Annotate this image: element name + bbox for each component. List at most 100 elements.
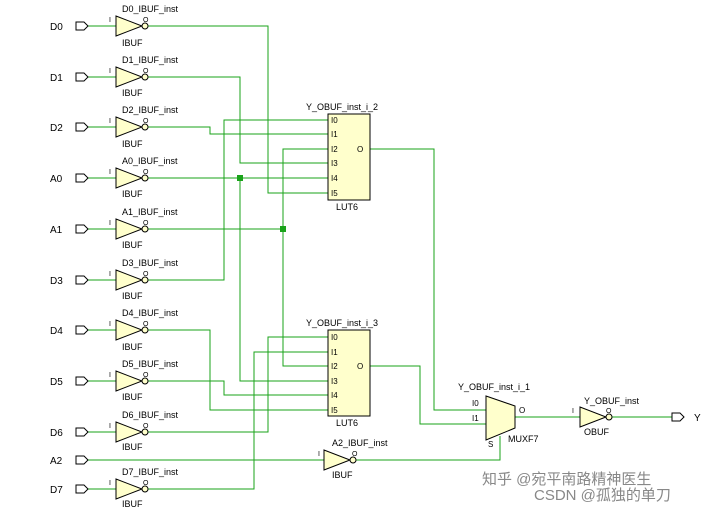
port-label: D7: [50, 485, 63, 496]
lut6-cell-i-2[interactable]: Y_OBUF_inst_i_2 I0 I1 I2 I3 I4 I5 O LUT6: [306, 102, 378, 212]
cell-type-label: IBUF: [122, 392, 143, 402]
input-port-A0[interactable]: A0: [50, 173, 89, 185]
input-port-D2[interactable]: D2: [50, 122, 89, 134]
cell-instance-label: Y_OBUF_inst_i_1: [458, 382, 530, 392]
port-label: A1: [50, 225, 63, 236]
pin-label: I2: [331, 362, 338, 371]
pin-label: I0: [331, 333, 338, 342]
ibuf-cell-D4[interactable]: D4_IBUF_inst IBUF I O: [109, 308, 179, 352]
cell-instance-label: Y_OBUF_inst: [584, 396, 640, 406]
pin-label: O: [143, 17, 149, 24]
pin-label: O: [357, 362, 363, 371]
pin-label: I: [109, 169, 111, 176]
input-port-D7[interactable]: D7: [50, 484, 89, 496]
cell-instance-label: D1_IBUF_inst: [122, 55, 179, 65]
pin-label: O: [357, 145, 363, 154]
cell-type-label: IBUF: [122, 139, 143, 149]
obuf-cell[interactable]: Y_OBUF_inst I O OBUF: [572, 396, 640, 437]
ibuf-cell-D1[interactable]: D1_IBUF_inst IBUF I O: [109, 55, 179, 98]
cell-instance-label: D4_IBUF_inst: [122, 308, 179, 318]
cell-instance-label: D7_IBUF_inst: [122, 467, 179, 477]
ibuf-cell-D6[interactable]: D6_IBUF_inst IBUF I O: [109, 410, 179, 452]
muxf7-cell[interactable]: Y_OBUF_inst_i_1 I0 I1 O S MUXF7: [458, 382, 539, 449]
input-port-D0[interactable]: D0: [50, 21, 89, 33]
pin-label: O: [143, 220, 149, 227]
input-port-D5[interactable]: D5: [50, 376, 89, 388]
port-label: D6: [50, 428, 63, 439]
pin-label: I: [109, 17, 111, 24]
pin-label: I: [318, 451, 320, 458]
cell-instance-label: D2_IBUF_inst: [122, 105, 179, 115]
port-label: D4: [50, 326, 63, 337]
ibuf-cell-D5[interactable]: D5_IBUF_inst IBUF I O: [109, 359, 179, 402]
pin-label: O: [143, 423, 149, 430]
pin-label: I1: [331, 130, 338, 139]
cell-type-label: LUT6: [336, 202, 358, 212]
pin-label: I3: [331, 377, 338, 386]
cell-type-label: IBUF: [122, 240, 143, 250]
watermark: 知乎 @宛平南路精神医生 CSDN @孤独的单刀: [482, 471, 671, 504]
pin-label: I0: [472, 399, 479, 408]
junction-dot: [280, 226, 286, 232]
port-label: Y: [694, 413, 701, 424]
cell-instance-label: D6_IBUF_inst: [122, 410, 179, 420]
pin-label: I0: [331, 116, 338, 125]
port-label: D5: [50, 377, 63, 388]
cell-type-label: IBUF: [122, 499, 143, 509]
pin-label: I: [109, 423, 111, 430]
pin-label: O: [143, 271, 149, 278]
cell-type-label: IBUF: [122, 342, 143, 352]
input-port-D3[interactable]: D3: [50, 275, 89, 287]
ibuf-cell-D0[interactable]: D0_IBUF_inst IBUF I O: [109, 4, 179, 48]
cell-type-label: IBUF: [122, 291, 143, 301]
port-label: A0: [50, 174, 63, 185]
input-port-D6[interactable]: D6: [50, 427, 89, 439]
input-port-D1[interactable]: D1: [50, 72, 89, 84]
ibuf-cell-A0[interactable]: A0_IBUF_inst IBUF I O: [109, 156, 178, 199]
ibuf-cell-A2[interactable]: A2_IBUF_inst IBUF I O: [318, 438, 388, 480]
pin-label: O: [143, 68, 149, 75]
pin-label: O: [143, 169, 149, 176]
pin-label: I: [572, 408, 574, 415]
nets: [88, 25, 672, 490]
watermark-line-1: 知乎 @宛平南路精神医生: [482, 471, 651, 488]
input-port-A2[interactable]: A2: [50, 455, 89, 467]
pin-label: O: [352, 451, 358, 458]
cell-type-label: IBUF: [122, 88, 143, 98]
cell-instance-label: Y_OBUF_inst_i_2: [306, 102, 378, 112]
pin-label: I: [109, 480, 111, 487]
junction-dot: [237, 175, 243, 181]
pin-label: O: [519, 406, 525, 415]
pin-label: I2: [331, 145, 338, 154]
pin-label: I: [109, 220, 111, 227]
pin-label: O: [143, 372, 149, 379]
cell-instance-label: D0_IBUF_inst: [122, 4, 179, 14]
output-port-Y[interactable]: Y: [671, 412, 701, 424]
input-port-A1[interactable]: A1: [50, 224, 89, 236]
ibuf-cell-A1[interactable]: A1_IBUF_inst IBUF I O: [109, 207, 178, 250]
pin-label: I5: [331, 406, 338, 415]
ibuf-cell-D3[interactable]: D3_IBUF_inst IBUF I O: [109, 258, 179, 301]
pin-label: O: [143, 321, 149, 328]
pin-label: I: [109, 68, 111, 75]
pin-label: I: [109, 118, 111, 125]
port-label: A2: [50, 456, 63, 467]
pin-label: I1: [472, 414, 479, 423]
ibuf-cell-D2[interactable]: D2_IBUF_inst IBUF I O: [109, 105, 179, 149]
pin-label: O: [143, 480, 149, 487]
cell-type-label: OBUF: [584, 427, 610, 437]
cell-instance-label: Y_OBUF_inst_i_3: [306, 318, 378, 328]
cell-instance-label: A0_IBUF_inst: [122, 156, 178, 166]
lut6-cell-i-3[interactable]: Y_OBUF_inst_i_3 I0 I1 I2 I3 I4 I5 O LUT6: [306, 318, 378, 428]
net-junctions: [237, 175, 286, 232]
ibuf-cell-D7[interactable]: D7_IBUF_inst IBUF I O: [109, 467, 179, 509]
cell-type-label: IBUF: [122, 38, 143, 48]
pin-label: O: [143, 118, 149, 125]
pin-label: I3: [331, 159, 338, 168]
cell-instance-label: D3_IBUF_inst: [122, 258, 179, 268]
input-port-D4[interactable]: D4: [50, 325, 89, 337]
cell-instance-label: A1_IBUF_inst: [122, 207, 178, 217]
cell-type-label: LUT6: [336, 418, 358, 428]
port-label: D2: [50, 123, 63, 134]
